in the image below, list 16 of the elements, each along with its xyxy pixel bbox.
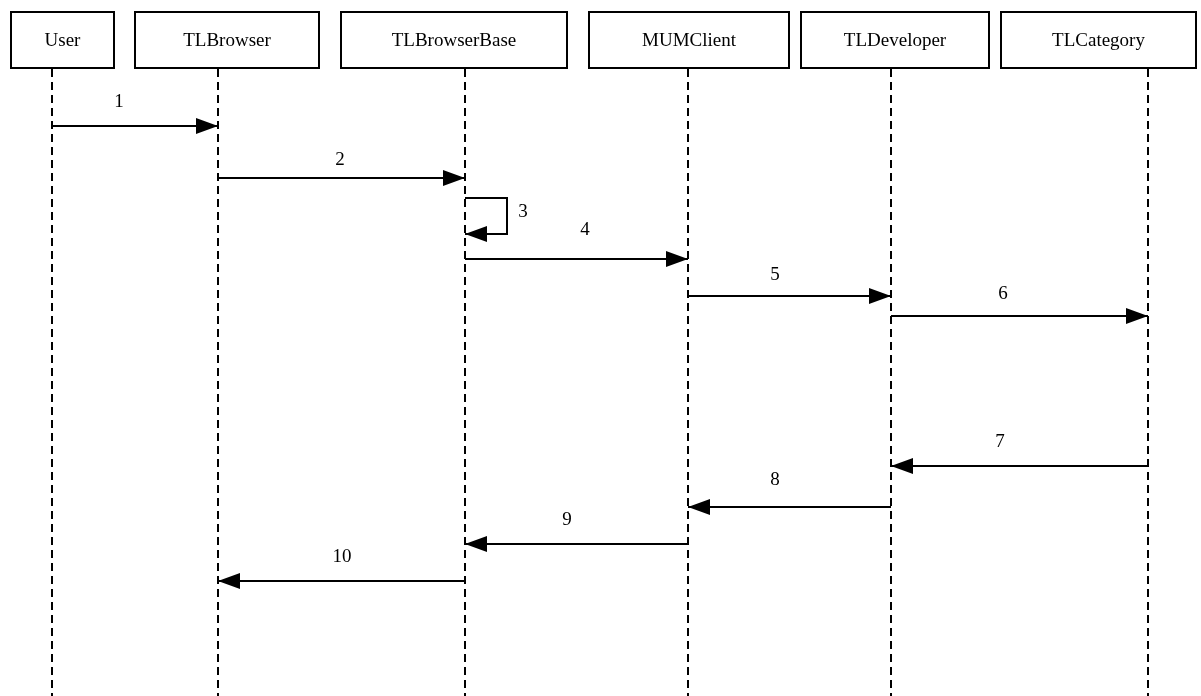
participant-name: TLBrowserBase bbox=[391, 29, 517, 51]
participant-name: User bbox=[44, 29, 81, 51]
message-arrow bbox=[687, 499, 892, 515]
participant-name: TLBrowser bbox=[183, 29, 271, 51]
participant-name: TLDeveloper bbox=[843, 29, 947, 51]
message-arrow bbox=[51, 118, 219, 134]
participant-name: MUMClient bbox=[642, 29, 736, 51]
message-arrow bbox=[464, 536, 689, 552]
self-message-arrow bbox=[464, 197, 508, 242]
message-arrow bbox=[890, 308, 1149, 324]
message-arrow bbox=[890, 458, 1149, 474]
message-arrow bbox=[464, 251, 689, 267]
participant-name: TLCategory bbox=[1052, 29, 1145, 51]
message-arrow bbox=[217, 170, 466, 186]
message-arrow bbox=[217, 573, 466, 589]
message-arrow bbox=[687, 288, 892, 304]
